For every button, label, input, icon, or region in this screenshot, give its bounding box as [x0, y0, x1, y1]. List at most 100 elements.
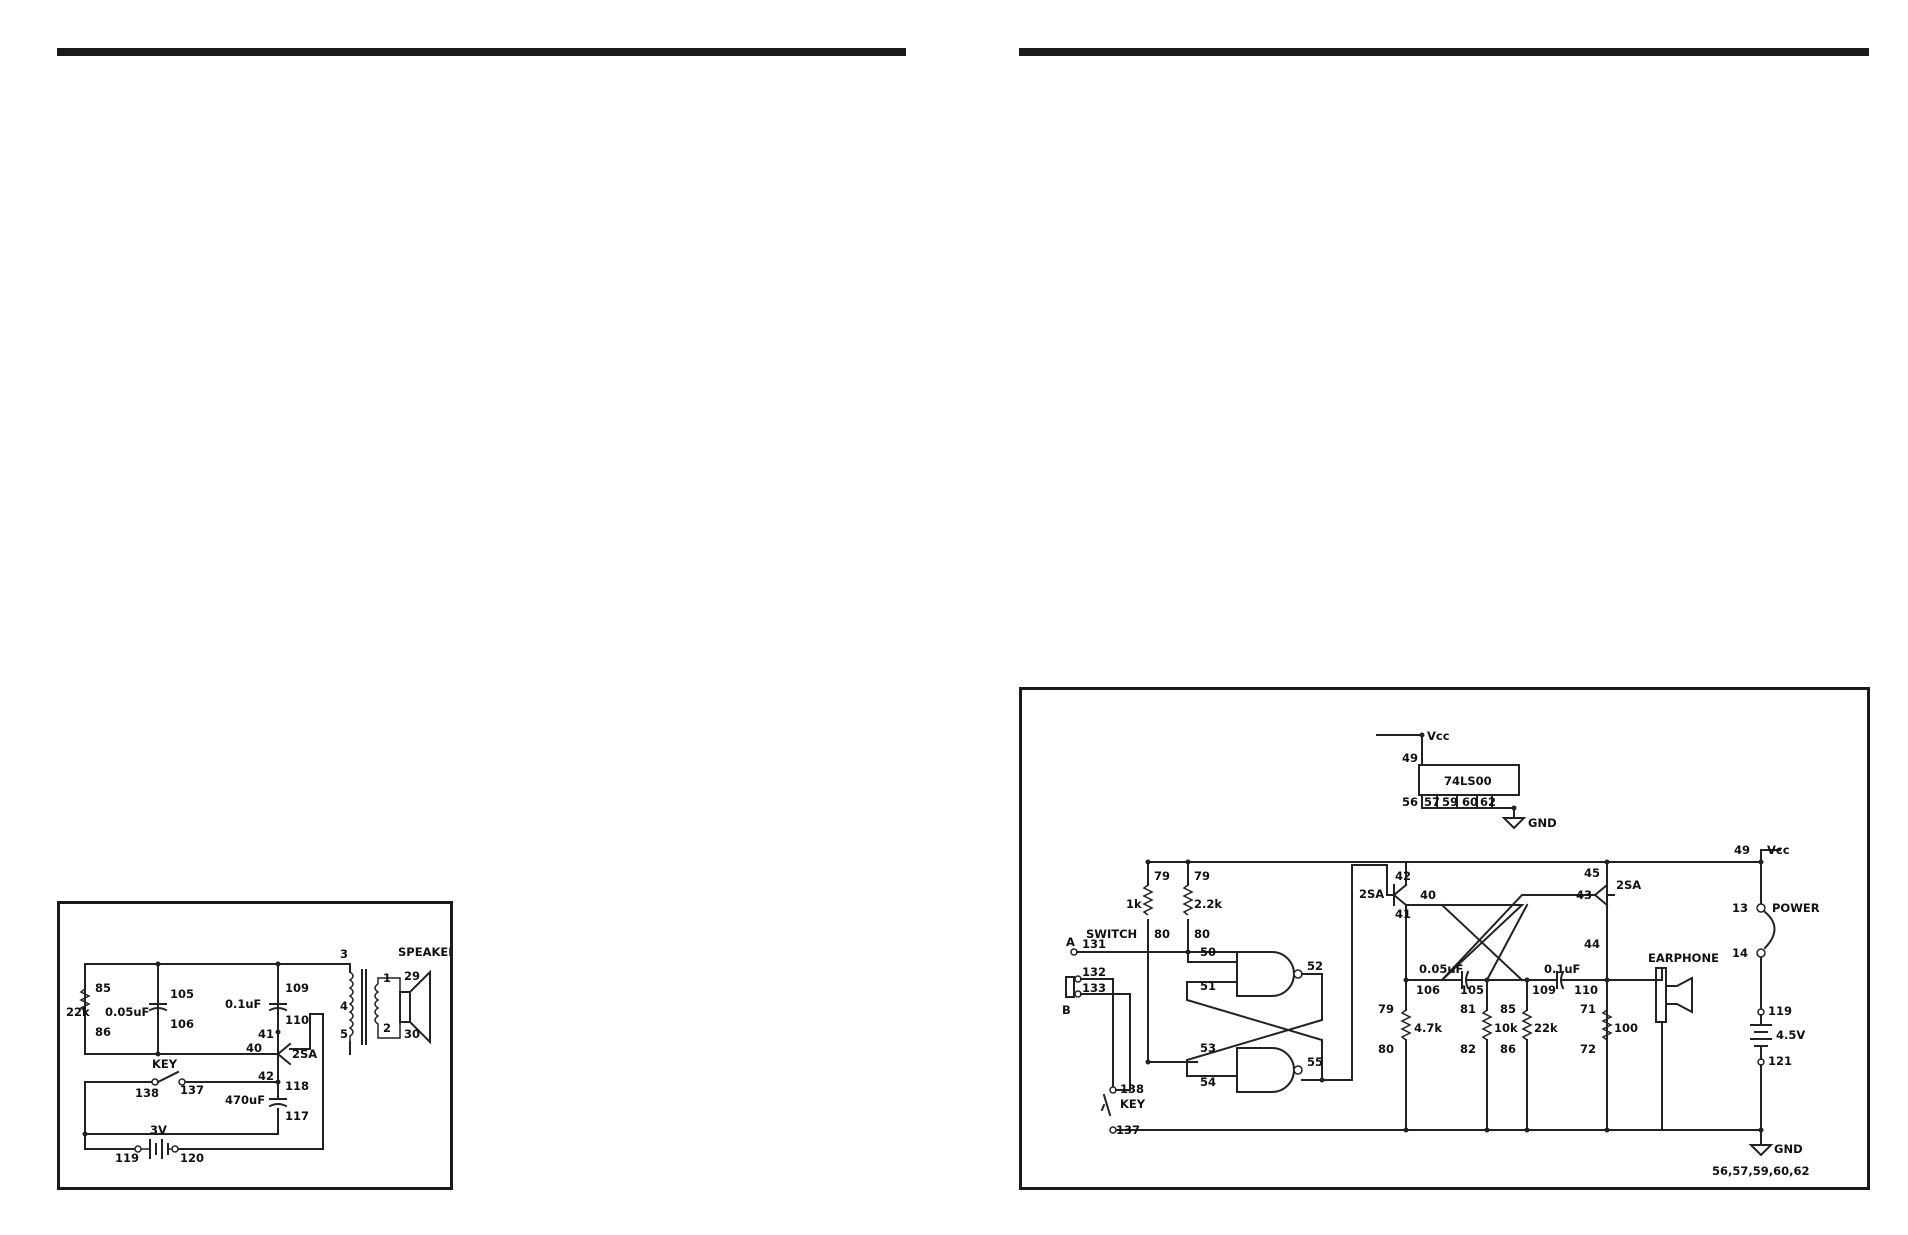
right-label-0-05uf: 0.05uF [1419, 962, 1463, 976]
right-label-2-2k: 2.2k [1194, 897, 1222, 911]
battery-4-5v [1750, 1008, 1772, 1131]
power-switch [1756, 903, 1776, 958]
right-label-earphone: EARPHONE [1648, 951, 1719, 965]
nand-gate-top [1236, 951, 1303, 997]
left-label-137: 137 [180, 1083, 204, 1097]
right-label-79c: 79 [1378, 1002, 1394, 1016]
right-label-82: 82 [1460, 1042, 1476, 1056]
right-label-62: 62 [1480, 795, 1496, 809]
right-label-105: 105 [1460, 983, 1484, 997]
left-label-117: 117 [285, 1109, 309, 1123]
right-label-110: 110 [1574, 983, 1598, 997]
nand-gate-bottom [1236, 1047, 1303, 1093]
left-label-3v: 3V [150, 1123, 167, 1137]
earphone-icon [1606, 967, 1693, 1131]
right-label-44: 44 [1584, 937, 1600, 951]
left-label-0-1uf: 0.1uF [225, 997, 261, 1011]
left-label-2: 2 [383, 1021, 391, 1035]
capacitor-470uf [268, 1098, 288, 1108]
right-label-2sa-left: 2SA [1359, 887, 1384, 901]
left-label-22k: 22k [66, 1005, 90, 1019]
right-label-22k: 22k [1534, 1021, 1558, 1035]
transistor-2sa [270, 1042, 292, 1067]
battery-3v [134, 1139, 179, 1159]
left-label-29: 29 [404, 969, 420, 983]
left-label-109: 109 [285, 981, 309, 995]
right-label-b: B [1062, 1003, 1071, 1017]
right-top-rule [1019, 48, 1869, 56]
capacitor-0-05uf-right [1441, 970, 1489, 990]
left-label-4: 4 [340, 999, 348, 1013]
right-label-59: 59 [1442, 795, 1458, 809]
ic-74ls00 [1376, 734, 1527, 830]
right-label-14: 14 [1732, 946, 1748, 960]
right-label-4-7k: 4.7k [1414, 1021, 1442, 1035]
left-label-3: 3 [340, 947, 348, 961]
right-label-53: 53 [1200, 1041, 1216, 1055]
right-label-0-1uf: 0.1uF [1544, 962, 1580, 976]
right-label-key: KEY [1120, 1097, 1146, 1111]
right-junctions [1145, 732, 1764, 1133]
left-label-119: 119 [115, 1151, 139, 1165]
right-label-138: 138 [1120, 1082, 1144, 1096]
right-label-80a: 80 [1154, 927, 1170, 941]
left-label-85: 85 [95, 981, 111, 995]
right-label-40: 40 [1420, 888, 1436, 902]
right-label-119: 119 [1768, 1004, 1792, 1018]
right-label-4-5v: 4.5V [1776, 1028, 1805, 1042]
right-label-power: POWER [1772, 901, 1820, 915]
left-label-2sa: 2SA [292, 1047, 317, 1061]
left-label-138: 138 [135, 1086, 159, 1100]
resistor-22k [79, 988, 91, 1012]
capacitor-0-05uf [148, 963, 168, 1055]
right-label-133: 133 [1082, 981, 1106, 995]
right-label-49-right: 49 [1734, 843, 1750, 857]
right-label-71: 71 [1580, 1002, 1596, 1016]
left-label-speaker: SPEAKER [398, 945, 450, 959]
right-label-52: 52 [1307, 959, 1323, 973]
transistor-2sa-right [1593, 883, 1615, 907]
right-label-54: 54 [1200, 1075, 1216, 1089]
left-junctions [82, 961, 281, 1137]
key-switch-right [1100, 1084, 1131, 1134]
right-label-121: 121 [1768, 1054, 1792, 1068]
right-label-2sa-right: 2SA [1616, 878, 1641, 892]
right-label-57: 57 [1424, 795, 1440, 809]
right-label-132: 132 [1082, 965, 1106, 979]
right-label-a: A [1066, 935, 1075, 949]
right-label-49-top: 49 [1402, 751, 1418, 765]
right-label-80c: 80 [1378, 1042, 1394, 1056]
left-label-1: 1 [383, 971, 391, 985]
right-label-85: 85 [1500, 1002, 1516, 1016]
right-label-80b: 80 [1194, 927, 1210, 941]
key-switch [151, 1070, 186, 1086]
left-label-106: 106 [170, 1017, 194, 1031]
transformer [348, 969, 401, 1045]
capacitor-0-1uf-right [1526, 970, 1608, 990]
right-label-55: 55 [1307, 1055, 1323, 1069]
right-label-gnd-pins: 56,57,59,60,62 [1712, 1164, 1810, 1178]
left-label-key: KEY [152, 1057, 178, 1071]
right-label-vcc-top: Vcc [1427, 729, 1450, 743]
left-label-30: 30 [404, 1027, 420, 1041]
left-label-105: 105 [170, 987, 194, 1001]
right-label-45: 45 [1584, 866, 1600, 880]
right-label-switch: SWITCH [1086, 927, 1137, 941]
right-label-vcc-right: Vcc [1767, 843, 1790, 857]
capacitor-0-1uf [268, 1003, 288, 1012]
right-label-86: 86 [1500, 1042, 1516, 1056]
left-label-120: 120 [180, 1151, 204, 1165]
right-label-60: 60 [1462, 795, 1478, 809]
flipflop-oscillator-schematic: Vcc 49 74LS00 56 57 59 60 62 GND 49 Vcc … [1062, 729, 1820, 1178]
right-label-10k: 10k [1494, 1021, 1518, 1035]
left-label-0-05uf: 0.05uF [105, 1005, 149, 1019]
right-label-109: 109 [1532, 983, 1556, 997]
speaker-icon [399, 969, 431, 1045]
left-label-110: 110 [285, 1013, 309, 1027]
left-label-5: 5 [340, 1027, 348, 1041]
right-circuit-panel: Vcc 49 74LS00 56 57 59 60 62 GND 49 Vcc … [1019, 687, 1870, 1190]
left-label-86: 86 [95, 1025, 111, 1039]
right-label-81: 81 [1460, 1002, 1476, 1016]
right-label-13: 13 [1732, 901, 1748, 915]
right-label-43: 43 [1576, 888, 1592, 902]
